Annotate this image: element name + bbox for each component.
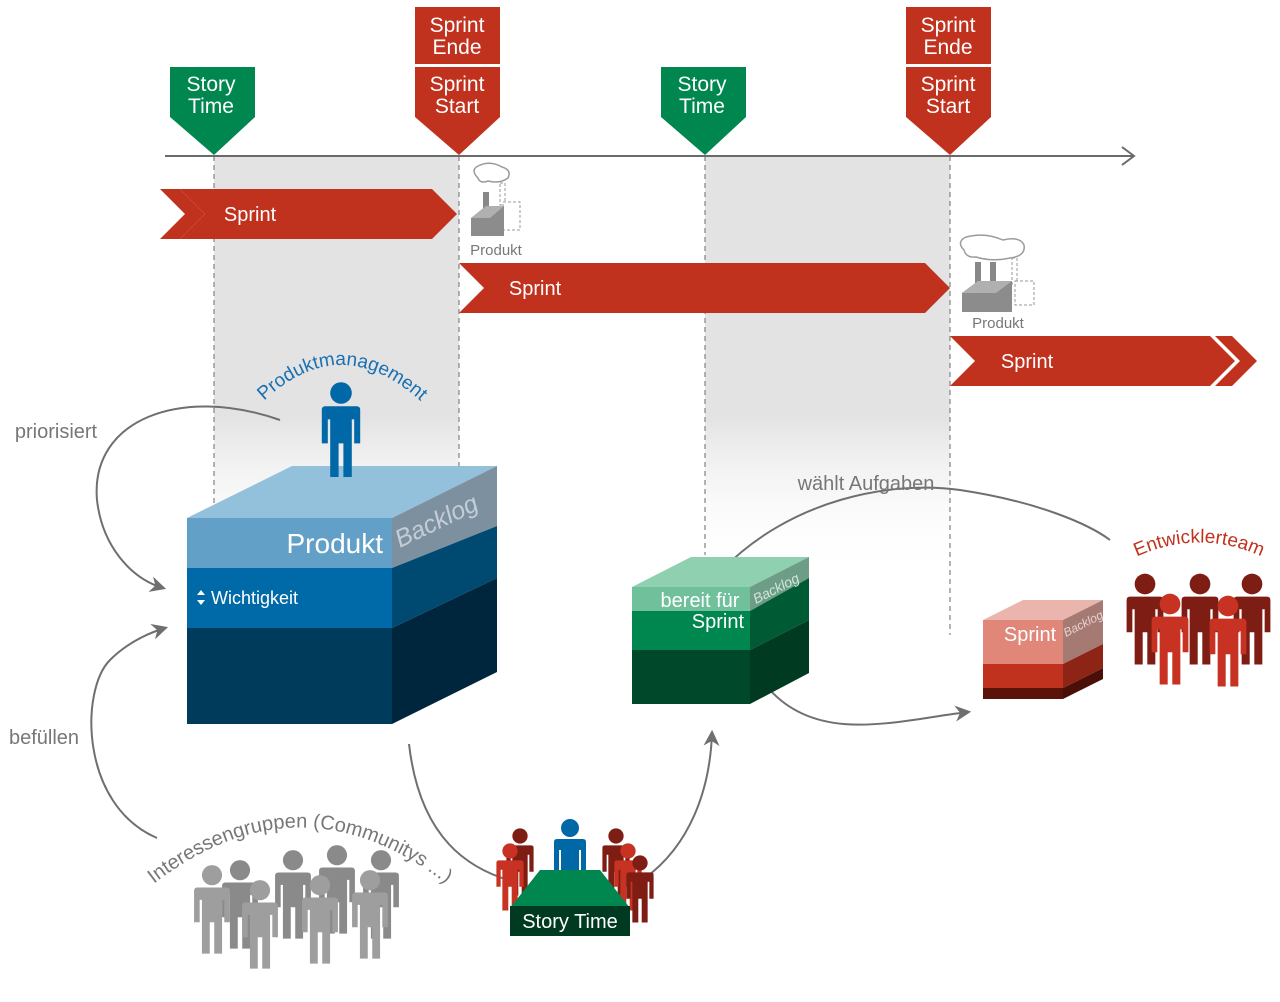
- svg-text:Sprint: Sprint: [1001, 351, 1054, 373]
- waehlt-aufgaben-label: wählt Aufgaben: [797, 473, 935, 495]
- story-time-meeting-icon: Story Time: [496, 819, 654, 936]
- svg-text:Sprint: Sprint: [430, 73, 485, 96]
- svg-text:Ende: Ende: [432, 36, 481, 59]
- sprint-bar-2: Sprint: [459, 263, 950, 313]
- svg-text:Start: Start: [435, 95, 480, 118]
- developer-team-icon: [1126, 573, 1271, 687]
- factory-label-1: Produkt: [470, 242, 523, 259]
- svg-text:Time: Time: [679, 95, 725, 118]
- ready-backlog-box: bereit für Sprint Backlog: [632, 557, 809, 704]
- sprint-bar-1: Sprint: [160, 189, 457, 239]
- svg-text:Start: Start: [926, 95, 971, 118]
- svg-text:Sprint: Sprint: [921, 14, 976, 37]
- svg-text:Sprint: Sprint: [921, 73, 976, 96]
- svg-text:Time: Time: [188, 95, 234, 118]
- svg-text:Sprint: Sprint: [1004, 624, 1057, 646]
- sprint-start-marker-1: Sprint Start: [415, 67, 500, 155]
- product-backlog-title: Produkt: [287, 528, 384, 559]
- priority-label: Wichtigkeit: [211, 588, 298, 608]
- sprint-ende-marker-2: Sprint Ende: [906, 7, 991, 64]
- svg-text:Story: Story: [186, 73, 236, 96]
- svg-text:Sprint: Sprint: [430, 14, 485, 37]
- story-time-marker-2: Story Time: [661, 67, 746, 155]
- up-down-arrows-icon: [197, 590, 205, 605]
- svg-text:Story: Story: [677, 73, 727, 96]
- svg-text:bereit für: bereit für: [661, 590, 740, 612]
- sprint-start-marker-2: Sprint Start: [906, 67, 991, 155]
- factory-icon: [471, 162, 521, 236]
- sprint-bar-3: Sprint: [950, 336, 1257, 386]
- svg-text:Sprint: Sprint: [692, 611, 745, 633]
- factory-label-2: Produkt: [972, 315, 1025, 332]
- sprint-ende-marker-1: Sprint Ende: [415, 7, 500, 64]
- svg-text:Sprint: Sprint: [224, 204, 277, 226]
- befuellen-label: befüllen: [9, 727, 79, 749]
- factory-icon: [959, 234, 1035, 312]
- svg-text:Ende: Ende: [923, 36, 972, 59]
- svg-text:Sprint: Sprint: [509, 278, 562, 300]
- story-time-marker-1: Story Time: [170, 67, 255, 155]
- product-backlog-box: Produkt Backlog Wichtigkeit: [187, 466, 497, 724]
- priorisiert-label: priorisiert: [15, 421, 98, 443]
- sprint-backlog-box: Sprint Backlog: [983, 600, 1106, 699]
- story-time-meeting-label: Story Time: [522, 911, 618, 933]
- stakeholders-group-icon: [194, 845, 399, 969]
- developer-team-label: Entwicklerteam: [1131, 526, 1268, 561]
- time-axis: [165, 146, 1136, 166]
